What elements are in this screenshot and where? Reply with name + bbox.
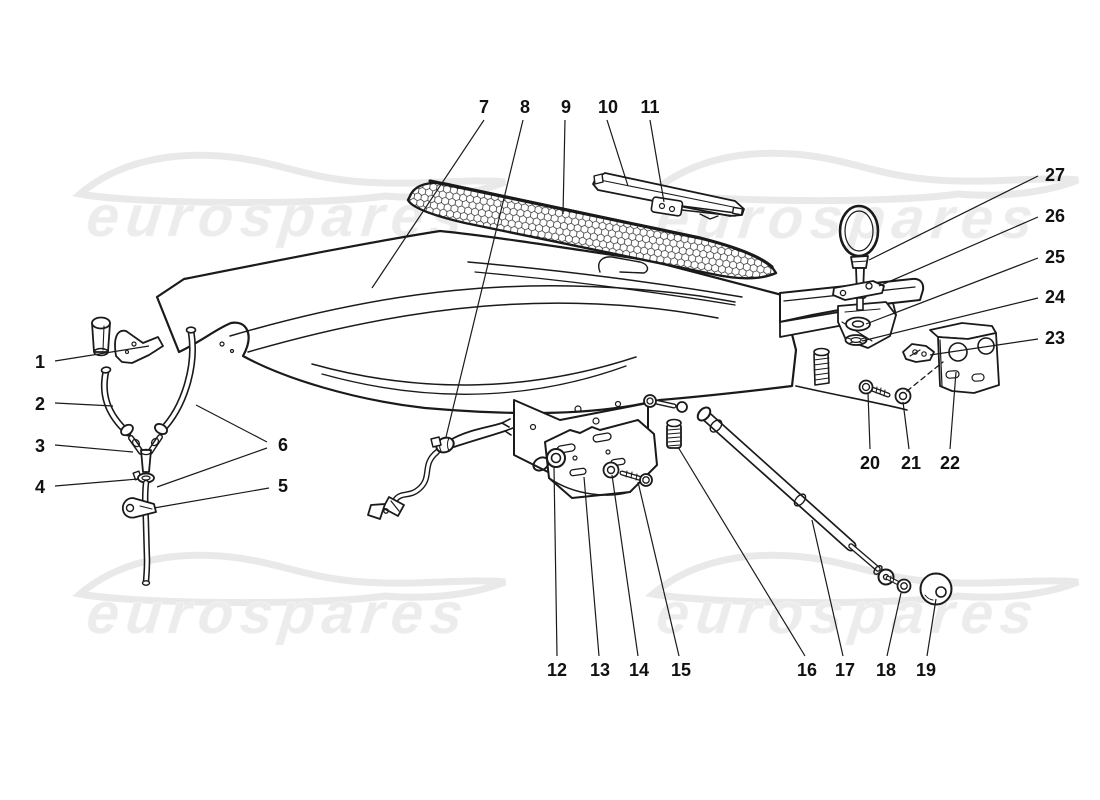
bracket-washer [894, 361, 944, 405]
striker-bracket [929, 322, 1000, 394]
callout-23: 23 [1045, 328, 1065, 348]
callout-12: 12 [547, 660, 567, 680]
callout-17-leader [811, 519, 844, 657]
callout-18-leader [886, 592, 902, 657]
spring [813, 347, 830, 386]
callout-12-leader [553, 466, 558, 657]
callout-8: 8 [520, 97, 530, 117]
callout-2-leader [54, 402, 114, 407]
bracket-bolt [858, 379, 891, 398]
callout-19: 19 [916, 660, 936, 680]
callout-25-leader [865, 257, 1039, 325]
latch-assembly [532, 419, 658, 499]
callout-6-leader [156, 447, 268, 488]
hood-panel [155, 229, 908, 415]
callout-27-leader [868, 175, 1039, 261]
callout-22: 22 [940, 453, 960, 473]
callout-19-leader [926, 598, 937, 657]
grommet-disc [919, 572, 953, 606]
callout-20-leader [867, 392, 871, 450]
watermark-text: eurospares [84, 184, 473, 249]
callout-26: 26 [1045, 206, 1065, 226]
grille-mesh [406, 179, 778, 280]
callout-3: 3 [35, 436, 45, 456]
callout-27: 27 [1045, 165, 1065, 185]
hood-hook [650, 196, 744, 220]
callout-10: 10 [598, 97, 618, 117]
callout-2: 2 [35, 394, 45, 414]
callout-13: 13 [590, 660, 610, 680]
drain-tube [141, 479, 151, 586]
ball-stud-bolt [643, 394, 688, 413]
hood-drawing [91, 172, 1000, 606]
hose-clamp [132, 470, 155, 484]
callout-9: 9 [561, 97, 571, 117]
callout-15: 15 [671, 660, 691, 680]
lock-plate [832, 280, 885, 301]
latch-hook [902, 343, 935, 363]
callout-4: 4 [35, 477, 45, 497]
watermark-text: eurospares [84, 581, 473, 646]
y-connector [128, 434, 163, 473]
callout-9-leader [562, 119, 566, 215]
callout-14-leader [611, 474, 639, 657]
callout-20: 20 [860, 453, 880, 473]
callout-6: 6 [278, 435, 288, 455]
callout-22-leader [949, 371, 957, 450]
callout-3-leader [54, 444, 134, 453]
callout-11-leader [649, 119, 665, 203]
callout-7-leader [371, 119, 485, 289]
callout-26-leader [878, 216, 1039, 287]
callout-6-leader [195, 404, 268, 443]
callout-7: 7 [479, 97, 489, 117]
hood-bumper [91, 316, 164, 364]
callout-1-leader [54, 345, 150, 362]
callout-25: 25 [1045, 247, 1065, 267]
gas-strut [696, 406, 895, 586]
tube-clip [121, 497, 157, 519]
threaded-stud [666, 418, 682, 449]
callout-5: 5 [278, 476, 288, 496]
callout-24-leader [861, 297, 1039, 342]
strut-bolt [885, 575, 912, 594]
callout-10-leader [606, 119, 629, 187]
callout-17: 17 [835, 660, 855, 680]
callout-11: 11 [640, 97, 659, 117]
callout-5-leader [153, 487, 270, 509]
callout-15-leader [637, 481, 680, 657]
watermark-text: eurospares [654, 581, 1043, 646]
callout-13-leader [583, 476, 600, 657]
callout-4-leader [54, 478, 139, 487]
callout-24: 24 [1045, 287, 1065, 307]
release-cable [367, 418, 514, 520]
callout-18: 18 [876, 660, 896, 680]
callout-23-leader [929, 338, 1039, 356]
callout-16: 16 [797, 660, 817, 680]
callout-21-leader [902, 401, 910, 450]
callout-14: 14 [629, 660, 649, 680]
callout-16-leader [677, 446, 806, 657]
washer-serrated [844, 334, 868, 346]
callout-8-leader [445, 119, 524, 438]
washer-large [845, 316, 871, 332]
callout-21: 21 [901, 453, 921, 473]
callout-1: 1 [35, 352, 45, 372]
drain-hoses [100, 326, 197, 437]
